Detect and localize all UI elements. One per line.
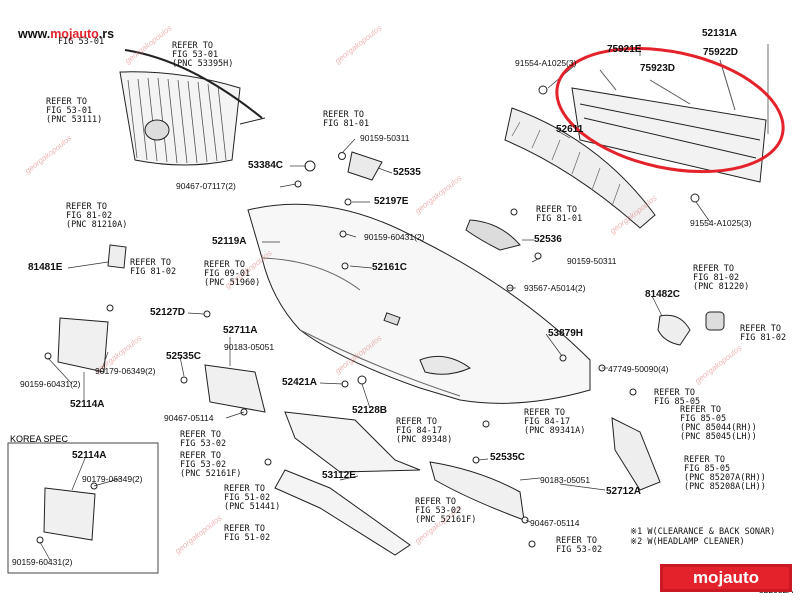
part-number[interactable]: 52421A xyxy=(282,377,318,388)
plate-bracket xyxy=(57,317,109,373)
side-retainer xyxy=(107,244,127,269)
ref-label[interactable]: REFER TO FIG 53-01 (PNC 53395H) xyxy=(172,41,234,69)
part-number[interactable]: 90159-60431(2) xyxy=(12,557,73,567)
site-brand: mojauto xyxy=(50,27,99,41)
ref-label[interactable]: REFER TO FIG 85-05 (PNC 85207A(RH)) (PNC… xyxy=(684,455,766,492)
part-number[interactable]: 52127D xyxy=(150,307,186,318)
ref-label[interactable]: REFER TO FIG 85-05 xyxy=(654,388,701,407)
lower-grille-lh xyxy=(465,219,521,251)
reinforcement-beam xyxy=(571,87,767,183)
energy-absorber xyxy=(504,107,656,229)
ref-label[interactable]: REFER TO FIG 51-02 xyxy=(224,524,271,543)
ref-label[interactable]: REFER TO FIG 81-02 (PNC 81220) xyxy=(693,264,750,292)
bumper-cover xyxy=(247,203,591,404)
part-number[interactable]: 52535C xyxy=(166,351,202,362)
part-number[interactable]: 90467-05114 xyxy=(530,518,580,528)
part-number[interactable]: 52114A xyxy=(72,450,107,461)
part-number[interactable]: 52119A xyxy=(212,236,247,247)
part-number[interactable]: 90183-05051 xyxy=(540,475,591,485)
part-number[interactable]: 90467-05114 xyxy=(164,413,214,423)
part-number[interactable]: 75922D xyxy=(703,47,739,58)
ref-label[interactable]: REFER TO FIG 81-01 xyxy=(323,110,370,129)
ref-label[interactable]: REFER TO FIG 53-02 (PNC 52161F) xyxy=(415,497,477,525)
part-number[interactable]: 53112E xyxy=(322,470,356,481)
part-number[interactable]: 53879H xyxy=(548,328,584,339)
part-number[interactable]: 47749-50090(4) xyxy=(608,364,669,374)
part-number[interactable]: 52711A xyxy=(223,325,258,336)
part-number[interactable]: 93567-A5014(2) xyxy=(524,283,586,293)
site-prefix: www. xyxy=(18,27,51,41)
undercover-center xyxy=(274,469,411,556)
plate-bracket-korea xyxy=(43,487,96,541)
ref-label[interactable]: REFER TO FIG 53-01 (PNC 53111) xyxy=(46,97,103,125)
part-number[interactable]: 90159-60431(2) xyxy=(364,232,425,242)
ref-label[interactable]: REFER TO FIG 53-02 (PNC 52161F) xyxy=(180,451,242,479)
ref-label[interactable]: REFER TO FIG 51-02 (PNC 51441) xyxy=(224,484,281,512)
side-bracket xyxy=(347,151,383,181)
fog-lamp xyxy=(705,311,725,331)
part-number[interactable]: 81481E xyxy=(28,262,63,273)
part-number[interactable]: 81482C xyxy=(645,289,681,300)
grille-slats xyxy=(127,77,227,164)
ref-label[interactable]: REFER TO FIG 81-02 (PNC 81210A) xyxy=(66,202,128,230)
ref-label[interactable]: REFER TO FIG 85-05 (PNC 85044(RH)) (PNC … xyxy=(680,405,757,442)
part-number[interactable]: 52536 xyxy=(534,234,562,245)
site-url[interactable]: www.mojauto.rs xyxy=(18,27,114,41)
part-number[interactable]: 75921E xyxy=(607,44,642,55)
mojauto-logo: mojauto xyxy=(660,564,792,592)
part-number[interactable]: 90159-50311 xyxy=(360,133,410,143)
site-suffix: .rs xyxy=(98,27,115,41)
undercover-lh xyxy=(204,364,266,413)
part-number[interactable]: 90179-06349(2) xyxy=(82,474,143,484)
part-number[interactable]: 52535 xyxy=(393,167,421,178)
fog-lamp-cover xyxy=(657,314,691,346)
highlight-ellipse xyxy=(555,46,785,174)
part-number[interactable]: 52712A xyxy=(606,486,642,497)
part-number[interactable]: 90179-06349(2) xyxy=(95,366,156,376)
part-number[interactable]: 52161C xyxy=(372,262,408,273)
part-number[interactable]: 90159-50311 xyxy=(567,256,617,266)
part-number[interactable]: 52611 xyxy=(556,124,584,135)
legend-item: ※1 W(CLEARANCE & BACK SONAR) xyxy=(630,527,776,537)
fender-liner xyxy=(611,417,661,491)
korea-spec-label: KOREA SPEC xyxy=(10,434,69,444)
part-number[interactable]: 90183-05051 xyxy=(224,342,275,352)
part-number[interactable]: 90159-60431(2) xyxy=(20,379,81,389)
part-number[interactable]: 91554-A1025(3) xyxy=(690,218,752,228)
grille-outline xyxy=(119,71,241,166)
part-number[interactable]: 52131A xyxy=(702,28,738,39)
part-number[interactable]: 90467-07117(2) xyxy=(176,181,236,191)
part-number[interactable]: 52128B xyxy=(352,405,388,416)
ref-label[interactable]: REFER TO FIG 84-17 (PNC 89348) xyxy=(396,417,453,445)
part-number[interactable]: 91554-A1025(3) xyxy=(515,58,577,68)
ref-label[interactable]: REFER TO FIG 09-01 (PNC 51960) xyxy=(204,260,261,288)
ref-label[interactable]: REFER TO FIG 84-17 (PNC 89341A) xyxy=(524,408,586,436)
emblem-icon xyxy=(144,119,170,141)
part-number[interactable]: 52535C xyxy=(490,452,526,463)
grille-moulding xyxy=(124,49,263,119)
legend-item: ※2 W(HEADLAMP CLEANER) xyxy=(630,537,745,547)
part-number[interactable]: 52197E xyxy=(374,196,409,207)
ref-label[interactable]: REFER TO FIG 81-02 xyxy=(740,324,787,343)
ref-label[interactable]: REFER TO FIG 81-02 xyxy=(130,258,177,277)
part-number[interactable]: 52114A xyxy=(70,399,105,410)
ref-label[interactable]: REFER TO FIG 53-02 xyxy=(180,430,227,449)
lower-spoiler xyxy=(284,411,421,473)
ref-label[interactable]: FIG 53-01 xyxy=(58,37,105,47)
legend: ※1 W(CLEARANCE & BACK SONAR)※2 W(HEADLAM… xyxy=(630,527,775,547)
part-number[interactable]: 53384C xyxy=(248,160,284,171)
part-number[interactable]: 75923D xyxy=(640,63,676,74)
ref-label[interactable]: REFER TO FIG 53-02 xyxy=(556,536,603,555)
ref-label[interactable]: REFER TO FIG 81-01 xyxy=(536,205,583,224)
